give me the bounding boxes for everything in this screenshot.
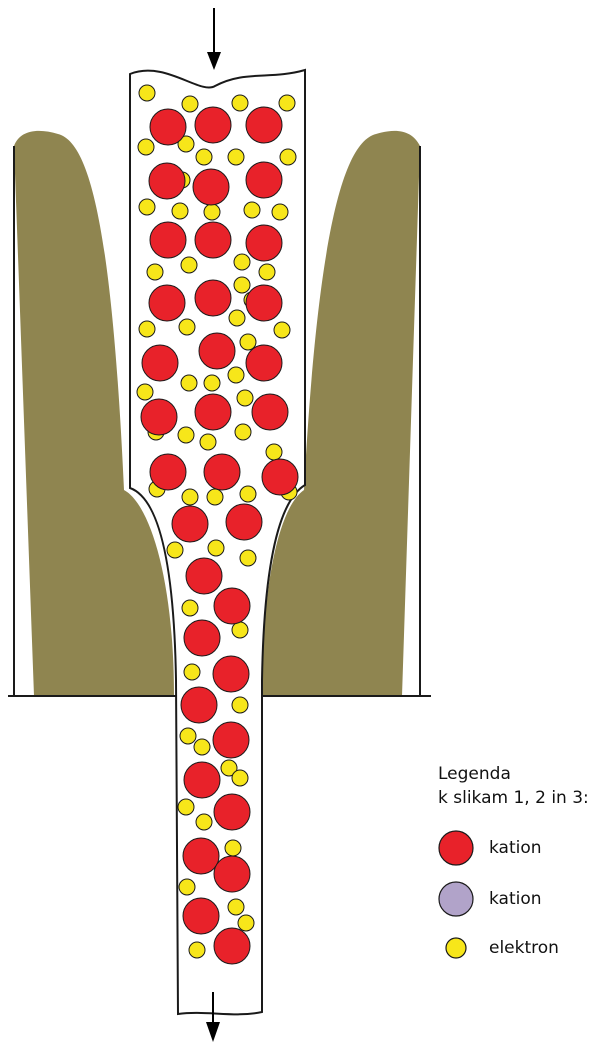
kation <box>246 285 282 321</box>
electron <box>234 277 250 293</box>
legend-item-label: kation <box>489 836 542 860</box>
legend-item-label: elektron <box>489 936 559 960</box>
yellow-circle-icon <box>438 934 474 970</box>
electron <box>274 322 290 338</box>
kation <box>246 107 282 143</box>
kation <box>214 794 250 830</box>
electron <box>228 899 244 915</box>
electron <box>138 139 154 155</box>
electron <box>181 375 197 391</box>
electron <box>137 384 153 400</box>
kation <box>213 722 249 758</box>
electron <box>232 95 248 111</box>
electron <box>194 739 210 755</box>
purple-circle-icon <box>438 881 474 917</box>
kation <box>195 222 231 258</box>
electron <box>182 489 198 505</box>
electron <box>266 444 282 460</box>
electron <box>204 204 220 220</box>
electron <box>228 149 244 165</box>
kation <box>204 454 240 490</box>
electron <box>279 95 295 111</box>
kation <box>214 588 250 624</box>
kation <box>172 506 208 542</box>
electron <box>234 254 250 270</box>
kation <box>181 687 217 723</box>
kation <box>149 163 185 199</box>
electron <box>172 203 188 219</box>
electron <box>228 367 244 383</box>
kation <box>246 162 282 198</box>
electron <box>179 319 195 335</box>
electron <box>139 321 155 337</box>
kation <box>150 222 186 258</box>
kation <box>213 656 249 692</box>
electron <box>180 728 196 744</box>
electron <box>196 814 212 830</box>
kation <box>226 504 262 540</box>
kation <box>142 345 178 381</box>
electron <box>147 264 163 280</box>
electron <box>179 879 195 895</box>
electron <box>182 96 198 112</box>
kation <box>150 109 186 145</box>
electron <box>167 542 183 558</box>
electron <box>229 310 245 326</box>
legend-subtitle: k slikam 1, 2 in 3: <box>438 786 589 810</box>
down-arrow-icon <box>207 8 221 70</box>
electron <box>272 204 288 220</box>
kation <box>184 762 220 798</box>
electron <box>232 622 248 638</box>
red-circle-icon <box>438 830 474 866</box>
electron <box>178 427 194 443</box>
kation <box>195 107 231 143</box>
kation <box>193 169 229 205</box>
kation <box>186 558 222 594</box>
kation <box>149 285 185 321</box>
kation <box>214 928 250 964</box>
electron <box>259 264 275 280</box>
electron <box>232 770 248 786</box>
kation <box>141 399 177 435</box>
electron <box>207 489 223 505</box>
electron <box>139 199 155 215</box>
electron <box>244 202 260 218</box>
electron <box>182 600 198 616</box>
legend-item-label: kation <box>489 887 542 911</box>
kation <box>199 333 235 369</box>
kation <box>246 345 282 381</box>
electron <box>240 550 256 566</box>
electron <box>181 257 197 273</box>
electron <box>232 697 248 713</box>
kation <box>183 898 219 934</box>
legend-title: Legenda <box>438 762 511 786</box>
electron <box>240 486 256 502</box>
electron <box>235 424 251 440</box>
kation <box>214 856 250 892</box>
electron <box>204 375 220 391</box>
electron <box>240 334 256 350</box>
electron <box>189 942 205 958</box>
electron <box>139 85 155 101</box>
electron <box>196 149 212 165</box>
electron <box>238 915 254 931</box>
electron <box>280 149 296 165</box>
kation <box>262 459 298 495</box>
kation <box>195 280 231 316</box>
electron <box>184 664 200 680</box>
electron <box>237 390 253 406</box>
kation <box>252 394 288 430</box>
kation <box>195 394 231 430</box>
kation <box>184 620 220 656</box>
electron <box>178 799 194 815</box>
electron <box>200 434 216 450</box>
electron <box>225 840 241 856</box>
kation <box>150 454 186 490</box>
electron <box>208 540 224 556</box>
kation <box>183 838 219 874</box>
kation <box>246 225 282 261</box>
